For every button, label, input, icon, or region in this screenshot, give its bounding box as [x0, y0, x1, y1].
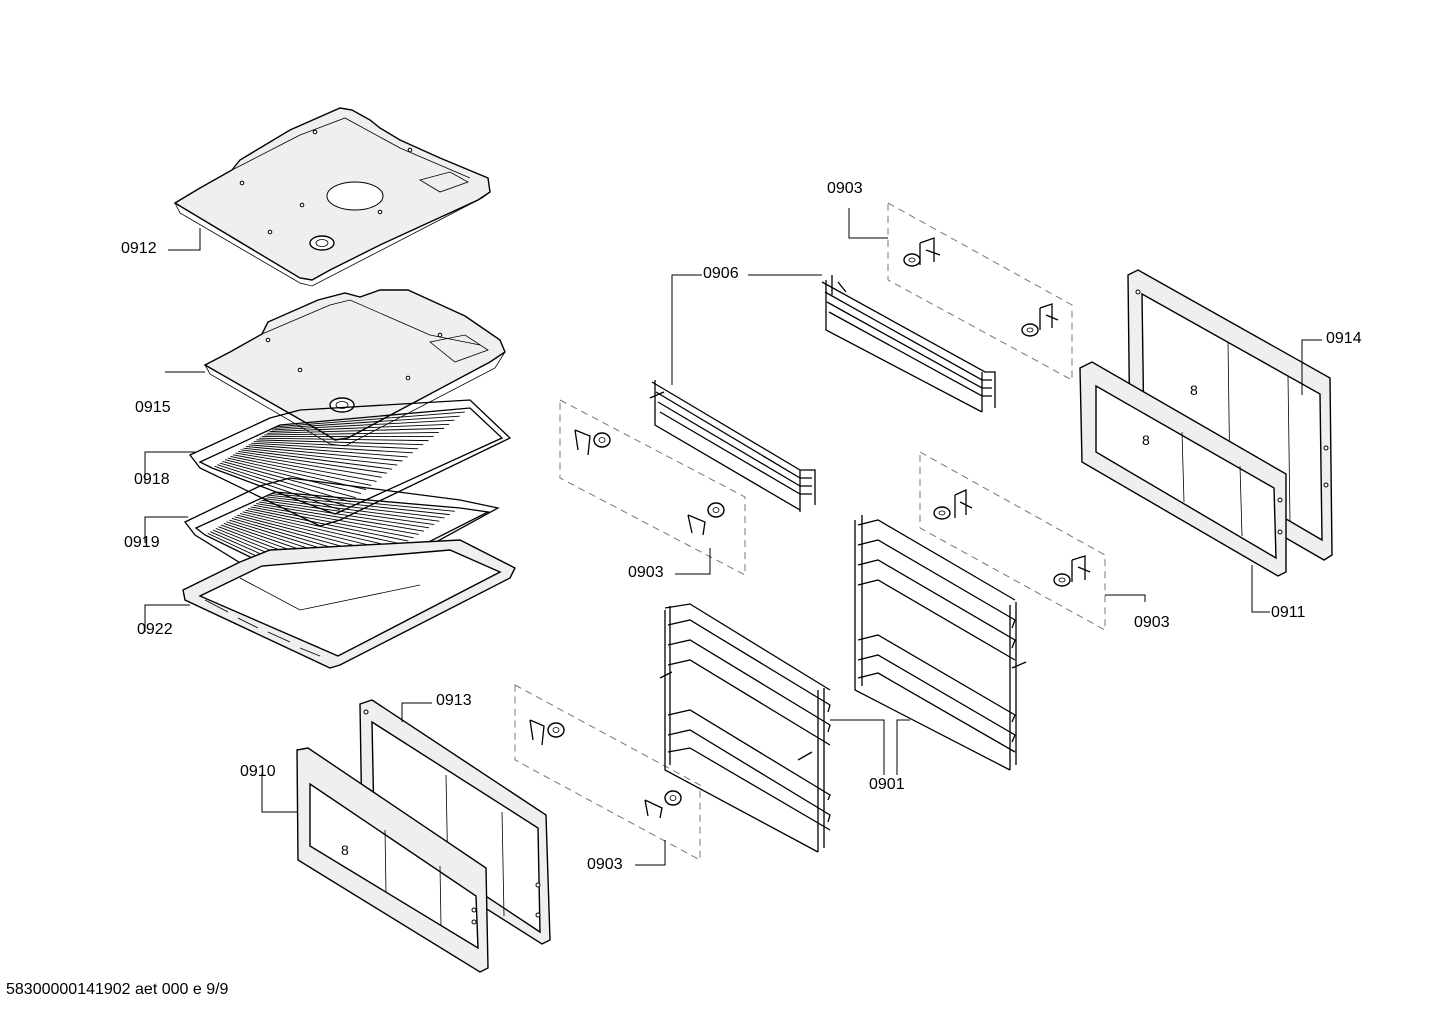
leader-lines: [144, 208, 1322, 866]
part-0903-group-d: [514, 684, 701, 861]
part-0903-group-a: [887, 202, 1073, 381]
label-0915: 0915: [135, 399, 171, 416]
part-0915-inner-cover: [203, 289, 506, 447]
part-0906-rail-left: [649, 380, 816, 512]
part-0912-top-cover: [173, 107, 491, 287]
label-0903-a: 0903: [827, 180, 863, 197]
svg-text:8: 8: [1142, 432, 1150, 448]
label-0906: 0906: [703, 265, 739, 282]
part-0903-group-b: [559, 399, 746, 576]
part-0906-rail-right: [821, 275, 996, 413]
label-0911: 0911: [1271, 604, 1306, 621]
label-0910: 0910: [240, 763, 276, 780]
label-0903-b: 0903: [628, 564, 664, 581]
part-0903-group-c: [919, 451, 1106, 631]
document-reference: 58300000141902 aet 000 e 9/9: [6, 981, 229, 998]
part-0918-wire-shelf: [188, 399, 512, 527]
part-0901-rack-left: [659, 603, 831, 853]
label-0914: 0914: [1326, 330, 1362, 347]
label-0918: 0918: [134, 471, 170, 488]
label-0901: 0901: [869, 776, 905, 793]
label-0903-d: 0903: [587, 856, 623, 873]
part-0922-baking-tray: [182, 539, 516, 669]
part-0910-side-panel: 8: [296, 747, 489, 973]
part-0901-rack-right: [854, 515, 1027, 771]
part-0919-wire-shelf: [183, 477, 500, 613]
part-0913-side-panel: [359, 699, 551, 945]
svg-text:8: 8: [1190, 382, 1198, 398]
label-0922: 0922: [137, 621, 173, 638]
label-0903-c: 0903: [1134, 614, 1170, 631]
label-0912: 0912: [121, 240, 157, 257]
svg-text:8: 8: [341, 842, 349, 858]
label-0913: 0913: [436, 692, 472, 709]
part-0911-side-panel: 8: [1079, 361, 1287, 577]
label-0919: 0919: [124, 534, 160, 551]
